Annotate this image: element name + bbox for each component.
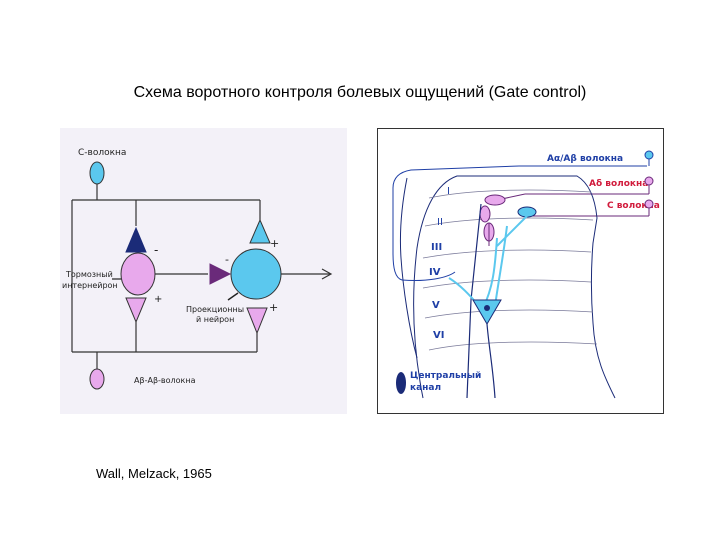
ab-fiber-receptor [89, 368, 105, 390]
inhibitory-synapse-c [125, 226, 147, 253]
projection-label-pointer [227, 292, 239, 301]
excitatory-synapse-ab-projection [246, 307, 268, 335]
c-fibers-right-label: С волокна [607, 201, 660, 211]
aa-ab-receptor [644, 150, 654, 160]
outer-boundary [399, 177, 418, 359]
left-panel-background [60, 128, 347, 414]
spinal-cord-outline [413, 175, 616, 399]
lamina-boundary-3 [422, 249, 592, 259]
c-receptor-right [644, 199, 654, 209]
aa-ab-fiber-loop [392, 165, 520, 281]
dorsal-horn-diagram: Аα/Аβ волокна Аδ волокна С волокна I II … [377, 128, 664, 414]
lamina-ii-neuron-a [479, 205, 491, 223]
lamina-v-nucleus [484, 305, 490, 311]
lamina-label: IV [429, 267, 441, 278]
c-fibers-label: С-волокна [78, 148, 126, 158]
page-title: Схема воротного контроля болевых ощущени… [133, 84, 587, 101]
minus-sign-projection: - [225, 253, 229, 266]
projection-axon [486, 323, 496, 399]
lamina-label: V [432, 300, 440, 311]
central-canal [396, 372, 406, 394]
projection-neuron [230, 248, 282, 300]
plus-sign-ab-interneuron: + [154, 294, 162, 305]
lamina-boundary-2 [424, 217, 594, 227]
ad-fibers-label: Аδ волокна [589, 179, 648, 189]
excitatory-synapse-c [249, 218, 271, 244]
source-citation: Wall, Melzack, 1965 [96, 466, 212, 481]
lamina-v-wdr-neuron [472, 299, 502, 325]
ad-receptor [644, 176, 654, 186]
c-fiber-receptor [89, 161, 105, 185]
lamina-label: VI [433, 330, 444, 341]
inhibitory-label-2: интернейрон [62, 281, 118, 290]
ascending-tract-left [466, 203, 482, 399]
wdr-dendrite-upper [496, 215, 528, 247]
lamina-label: I [447, 186, 450, 197]
wdr-neuron-upper [517, 206, 537, 218]
lamina-i-neuron [484, 194, 506, 206]
lamina-label: II [437, 217, 443, 228]
minus-sign-c: - [154, 243, 158, 257]
gate-control-schematic: С-волокна - + Тормозный интернейрон - Пр… [60, 128, 347, 414]
inhibitory-interneuron [120, 252, 156, 296]
lamina-label: III [431, 242, 442, 253]
lamina-boundary-6 [428, 341, 598, 351]
inhibitory-label-1: Тормозный [65, 270, 113, 279]
projection-label-2: й нейрон [196, 315, 234, 324]
central-canal-label-1: Центральный [410, 371, 481, 381]
projection-label-1: Проекционны [186, 305, 244, 314]
plus-sign-c: + [270, 237, 279, 250]
inhibitory-synapse-projection [209, 263, 232, 285]
plus-sign-ab-projection: + [269, 301, 278, 314]
wdr-dendrite-mid [494, 225, 508, 307]
excitatory-synapse-ab-interneuron [125, 297, 147, 324]
central-canal-label-2: канал [410, 383, 441, 393]
ab-fibers-label: Аβ-Аβ-волокна [134, 376, 196, 385]
aa-ab-fiber-entry [401, 271, 456, 281]
lamina-boundary-5 [424, 309, 594, 319]
aa-ab-fibers-label: Аα/Аβ волокна [547, 154, 623, 164]
lamina-boundary-1 [428, 189, 592, 199]
output-arrow [321, 268, 333, 280]
